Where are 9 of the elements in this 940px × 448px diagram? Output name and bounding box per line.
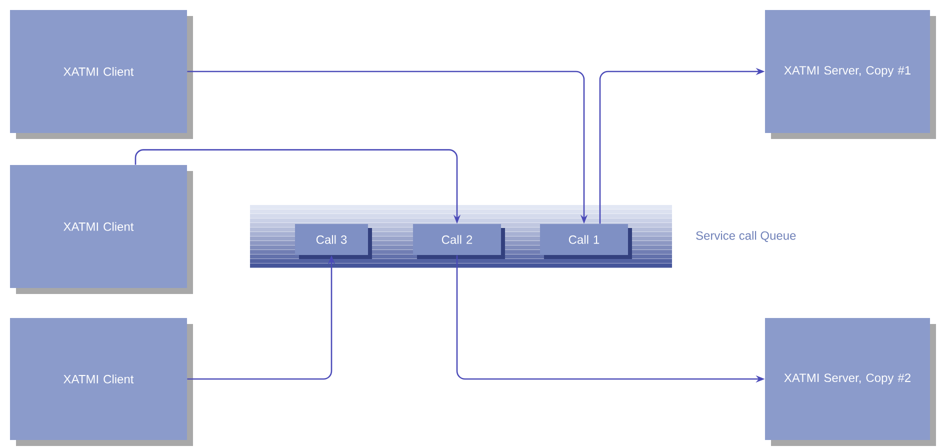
queue-label: Service call Queue (696, 231, 796, 242)
server-box: XATMI Server, Copy #2 (765, 318, 936, 446)
call-box: Call 2 (413, 224, 505, 259)
call-box: Call 3 (295, 224, 372, 259)
server-box: XATMI Server, Copy #1 (765, 10, 936, 139)
call-box: Call 1 (540, 224, 632, 259)
client-box: XATMI Client (10, 318, 193, 446)
client-box: XATMI Client (10, 165, 193, 294)
client-box: XATMI Client (10, 10, 193, 139)
